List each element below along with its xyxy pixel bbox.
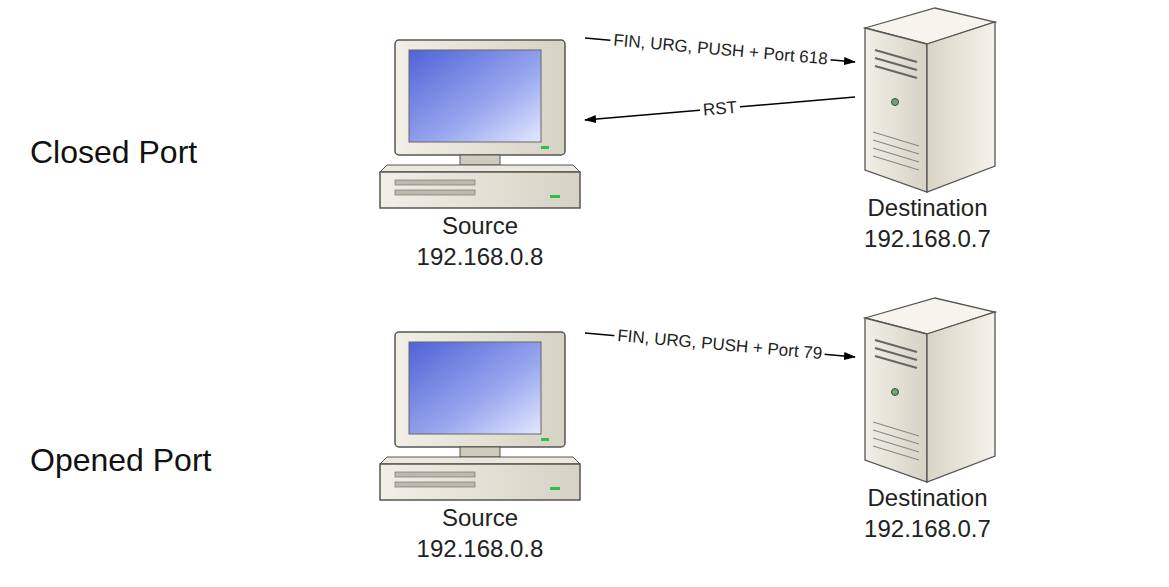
computer-icon bbox=[375, 40, 585, 210]
row-label: Closed Port bbox=[30, 134, 197, 171]
node-name: Destination bbox=[855, 192, 1000, 223]
computer-icon bbox=[375, 332, 585, 502]
node-name: Source bbox=[375, 210, 585, 241]
ip-address: 192.168.0.8 bbox=[375, 241, 585, 272]
destination-server: Destination192.168.0.7 bbox=[855, 292, 1000, 544]
source-computer: Source192.168.0.8 bbox=[375, 40, 585, 272]
server-icon bbox=[855, 2, 1000, 194]
source-computer: Source192.168.0.8 bbox=[375, 332, 585, 564]
packet-label: RST bbox=[699, 97, 741, 120]
ip-address: 192.168.0.7 bbox=[855, 223, 1000, 254]
ip-address: 192.168.0.8 bbox=[375, 533, 585, 564]
ip-address: 192.168.0.7 bbox=[855, 513, 1000, 544]
packet-label: FIN, URG, PUSH + Port 79 bbox=[614, 326, 826, 365]
node-name: Destination bbox=[855, 482, 1000, 513]
message-arrow bbox=[585, 97, 855, 120]
node-name: Source bbox=[375, 502, 585, 533]
destination-server: Destination192.168.0.7 bbox=[855, 2, 1000, 254]
server-icon bbox=[855, 292, 1000, 484]
packet-label: FIN, URG, PUSH + Port 618 bbox=[609, 30, 831, 69]
row-label: Opened Port bbox=[30, 442, 211, 479]
